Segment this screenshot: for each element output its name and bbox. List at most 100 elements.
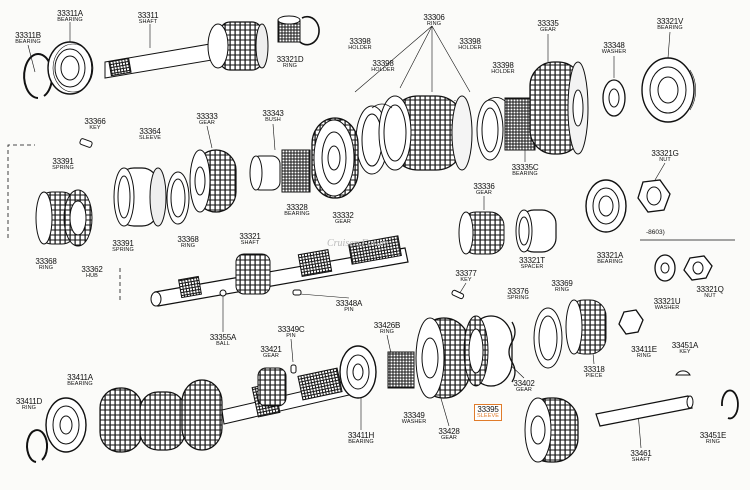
part-name: WASHER xyxy=(601,49,627,55)
part-name: SPRING xyxy=(507,295,529,301)
ring-33426b xyxy=(387,351,415,389)
part-name: NUT xyxy=(704,293,716,299)
part-number: 33451A xyxy=(671,341,699,350)
part-name: BEARING xyxy=(657,25,683,31)
needle-bearing-33321d xyxy=(277,15,320,46)
part-number: 33311A xyxy=(57,9,83,18)
part-name: SPRING xyxy=(52,165,74,171)
part-name: KEY xyxy=(89,125,101,131)
part-number: 33402 xyxy=(513,379,535,388)
ring-33451e xyxy=(721,389,739,420)
part-number: 33343 xyxy=(262,109,284,118)
part-number: 33311B xyxy=(15,31,41,40)
part-number: 33321Q xyxy=(696,285,724,294)
part-number: 33398 xyxy=(459,37,481,46)
part-number: 33321D xyxy=(276,55,304,64)
part-name: HUB xyxy=(86,273,98,279)
part-number: 33321G xyxy=(651,149,679,158)
ball-33355a xyxy=(219,289,227,297)
part-number: 33321 xyxy=(239,232,261,241)
bearing-33411a xyxy=(45,397,87,453)
part-name: RING xyxy=(426,21,442,27)
washer-33348 xyxy=(602,79,626,117)
part-number: 33368 xyxy=(177,235,199,244)
gear-33336 xyxy=(458,211,505,255)
part-name: PIN xyxy=(286,333,296,339)
part-number: 33391 xyxy=(112,239,134,248)
part-number: 33426B xyxy=(373,321,401,330)
part-name: HOLDER xyxy=(371,67,395,73)
part-number: 33321T xyxy=(519,256,545,265)
part-number: 33461 xyxy=(630,449,652,458)
pin-33348a xyxy=(292,289,302,296)
sleeve-33395 xyxy=(463,315,513,387)
part-number: 33368 xyxy=(35,257,57,266)
part-number: 33349 xyxy=(403,411,425,420)
part-name: GEAR xyxy=(476,190,492,196)
gear-33421 xyxy=(257,367,287,407)
part-name: GEAR xyxy=(335,219,351,225)
part-number: 33349C xyxy=(277,325,305,334)
part-name: SHAFT xyxy=(138,19,158,25)
bearing-33321a xyxy=(585,179,627,233)
part-name: SHAFT xyxy=(240,240,260,246)
watermark: CruisersForum xyxy=(327,238,389,249)
key-33366 xyxy=(79,138,93,148)
part-number: 33318 xyxy=(583,365,605,374)
part-name: WASHER xyxy=(654,305,680,311)
part-name: WASHER xyxy=(401,419,427,425)
part-name: NUT xyxy=(659,157,671,163)
part-name: SHAFT xyxy=(631,457,651,463)
part-name: HOLDER xyxy=(348,45,372,51)
part-number: 33421 xyxy=(260,345,282,354)
spacer-33321t xyxy=(515,209,557,253)
key-33377 xyxy=(451,289,465,300)
part-number: 33336 xyxy=(473,182,495,191)
part-name: GEAR xyxy=(441,435,457,441)
part-number: 33306 xyxy=(423,13,445,22)
part-name: KEY xyxy=(460,277,472,283)
part-number: 33428 xyxy=(438,427,460,436)
part-name: BEARING xyxy=(512,171,538,177)
part-name: RING xyxy=(38,265,54,271)
part-name: BEARING xyxy=(15,39,41,45)
part-number: 33348A xyxy=(335,299,363,308)
part-name: HOLDER xyxy=(458,45,482,51)
part-name: PIECE xyxy=(585,373,603,379)
part-name: GEAR xyxy=(199,120,215,126)
part-name: RING xyxy=(379,329,395,335)
part-number: 33335C xyxy=(511,163,539,172)
gear-33402 xyxy=(524,397,579,463)
part-number: 33335 xyxy=(537,19,559,28)
part-number: 33398 xyxy=(349,37,371,46)
part-name: RING xyxy=(705,439,721,445)
main-shaft xyxy=(99,367,363,453)
part-number: 33391 xyxy=(52,157,74,166)
